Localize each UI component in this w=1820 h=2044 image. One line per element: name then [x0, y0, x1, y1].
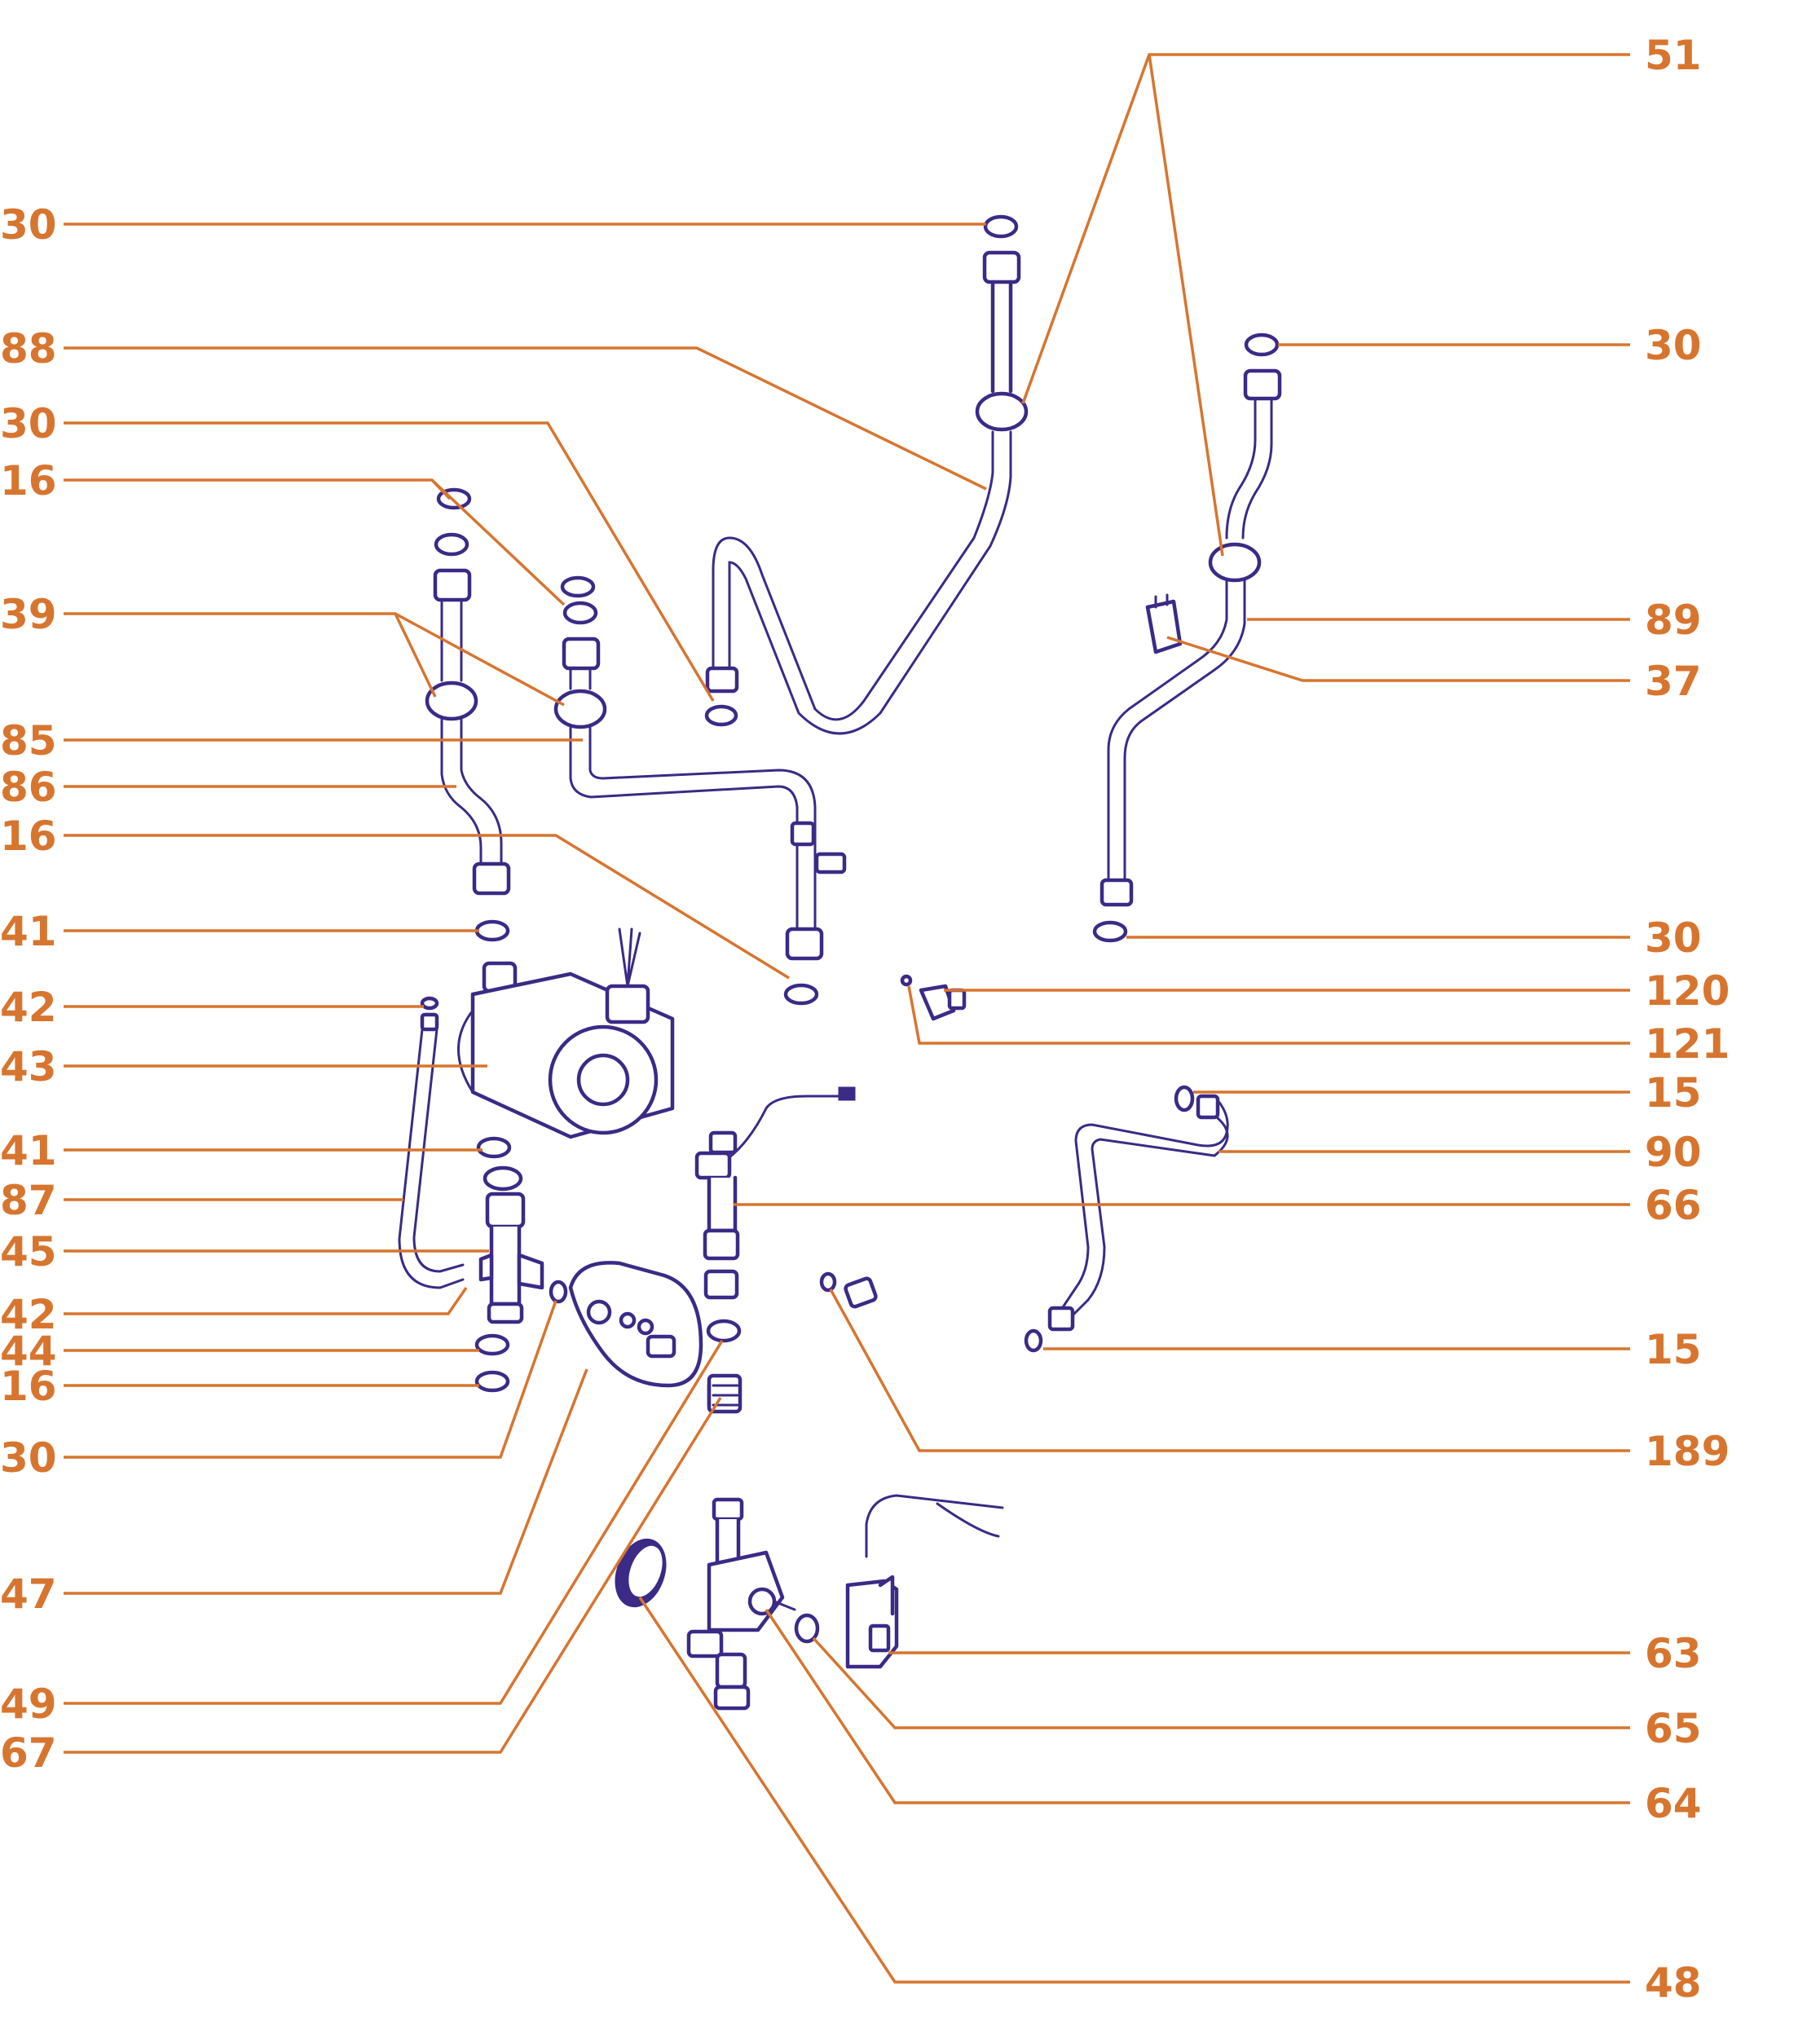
callout-right-14: 65	[1645, 1705, 1702, 1752]
callout-right-8: 15	[1645, 1069, 1702, 1117]
callout-right-7: 121	[1645, 1020, 1730, 1068]
callout-left-9: 41	[0, 908, 57, 955]
callout-right-13: 63	[1645, 1630, 1702, 1677]
callout-left-10: 42	[0, 984, 57, 1031]
callout-left-19: 47	[0, 1570, 57, 1618]
callout-right-15: 64	[1645, 1780, 1702, 1827]
callout-left-11: 43	[0, 1043, 57, 1090]
part-189	[819, 1271, 878, 1309]
callout-left-5: 39	[0, 591, 57, 638]
ring-65	[794, 1613, 820, 1644]
callout-right-11: 15	[1645, 1326, 1702, 1373]
callout-right-10: 66	[1645, 1182, 1702, 1229]
callout-right-6: 120	[1645, 967, 1730, 1015]
callout-left-15: 42	[0, 1291, 57, 1338]
callout-left-6: 85	[0, 717, 57, 764]
callout-left-14: 45	[0, 1228, 57, 1275]
leader-lines	[64, 53, 1630, 1984]
right-callout-labels: 51 30 89 37 30 120 121 15 90 66 15 189 6…	[1645, 32, 1730, 2007]
callout-right-4: 37	[1645, 658, 1702, 705]
disk-48	[615, 1538, 667, 1608]
parts-drawing	[398, 214, 1282, 1711]
callout-right-16: 48	[1645, 1959, 1702, 2007]
callout-left-1: 30	[0, 201, 57, 249]
callout-left-8: 16	[0, 813, 57, 860]
callout-right-2: 30	[1645, 322, 1702, 369]
callout-left-17: 16	[0, 1363, 57, 1410]
callout-left-13: 87	[0, 1177, 57, 1224]
manifold-47	[549, 1261, 703, 1388]
callout-right-1: 51	[1645, 32, 1702, 79]
callout-left-12: 41	[0, 1127, 57, 1174]
pipe-88	[704, 214, 1029, 735]
pipes-85-86	[425, 532, 847, 961]
o-rings	[436, 487, 819, 1393]
motor-63	[845, 1494, 1004, 1669]
callout-left-18: 30	[0, 1434, 57, 1482]
callout-left-21: 67	[0, 1729, 57, 1777]
valve-64	[686, 1497, 796, 1711]
sensor-66	[694, 1086, 856, 1412]
pipe-90	[1024, 1085, 1229, 1353]
left-callout-labels: 30 88 30 16 39 85 86 16 41 42 43 41 87 4…	[0, 201, 57, 1777]
callout-right-9: 90	[1645, 1129, 1702, 1176]
callout-right-12: 189	[1645, 1428, 1730, 1475]
pump-43	[457, 927, 675, 1139]
pipe-87	[398, 996, 465, 1289]
callout-left-4: 16	[0, 457, 57, 504]
callout-left-20: 49	[0, 1681, 57, 1728]
callout-left-7: 86	[0, 764, 57, 811]
callout-left-16: 44	[0, 1328, 57, 1375]
callout-right-3: 89	[1645, 597, 1702, 644]
pipe-89	[1092, 333, 1282, 943]
tee-45	[478, 1165, 544, 1324]
callout-right-5: 30	[1645, 914, 1702, 962]
callout-left-2: 88	[0, 325, 57, 372]
callout-left-3: 30	[0, 400, 57, 447]
